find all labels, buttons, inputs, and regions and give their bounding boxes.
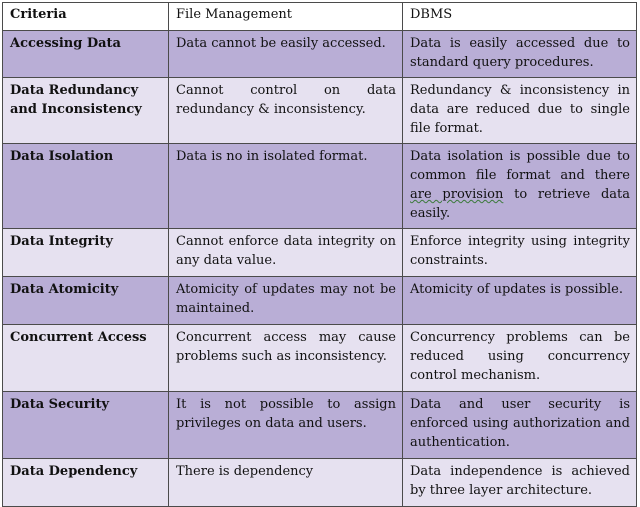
criteria-cell: Data Atomicity (2, 276, 169, 325)
header-file-management: File Management (168, 2, 403, 31)
dbms-cell: Data isolation is possible due to common… (402, 143, 637, 229)
file-management-cell: There is dependency (168, 458, 403, 507)
table-row: Data Dependency There is dependency Data… (2, 458, 637, 507)
criteria-cell: Accessing Data (2, 30, 169, 78)
table-row: Data Redundancy and Inconsistency Cannot… (2, 77, 637, 144)
dbms-text-part: Data isolation is possible due to common… (410, 149, 630, 183)
header-criteria: Criteria (2, 2, 169, 31)
criteria-cell: Data Dependency (2, 458, 169, 507)
dbms-cell: Data and user security is enforced using… (402, 391, 637, 459)
dbms-cell: Enforce integrity using integrity constr… (402, 228, 637, 277)
dbms-cell: Atomicity of updates is possible. (402, 276, 637, 325)
dbms-text-part: to retrieve data easily. (410, 187, 630, 221)
table-row: Concurrent Access Concurrent access may … (2, 324, 637, 392)
file-management-cell: Cannot control on data redundancy & inco… (168, 77, 403, 144)
grammar-flagged-text: are provision (410, 187, 504, 202)
criteria-cell: Data Isolation (2, 143, 169, 229)
file-management-cell: It is not possible to assign privileges … (168, 391, 403, 459)
dbms-cell: Data independence is achieved by three l… (402, 458, 637, 507)
header-row: Criteria File Management DBMS (2, 2, 637, 31)
file-management-cell: Atomicity of updates may not be maintain… (168, 276, 403, 325)
dbms-cell: Concurrency problems can be reduced usin… (402, 324, 637, 392)
file-management-cell: Concurrent access may cause problems suc… (168, 324, 403, 392)
header-dbms: DBMS (402, 2, 637, 31)
criteria-cell: Data Redundancy and Inconsistency (2, 77, 169, 144)
file-management-cell: Data cannot be easily accessed. (168, 30, 403, 78)
criteria-cell: Data Security (2, 391, 169, 459)
table-row: Data Integrity Cannot enforce data integ… (2, 228, 637, 277)
table-row: Data Atomicity Atomicity of updates may … (2, 276, 637, 325)
file-management-cell: Data is no in isolated format. (168, 143, 403, 229)
table-row: Data Security It is not possible to assi… (2, 391, 637, 459)
criteria-cell: Data Integrity (2, 228, 169, 277)
dbms-cell: Redundancy & inconsistency in data are r… (402, 77, 637, 144)
table-row: Accessing Data Data cannot be easily acc… (2, 30, 637, 78)
criteria-cell: Concurrent Access (2, 324, 169, 392)
file-management-cell: Cannot enforce data integrity on any dat… (168, 228, 403, 277)
table-row: Data Isolation Data is no in isolated fo… (2, 143, 637, 229)
dbms-cell: Data is easily accessed due to standard … (402, 30, 637, 78)
